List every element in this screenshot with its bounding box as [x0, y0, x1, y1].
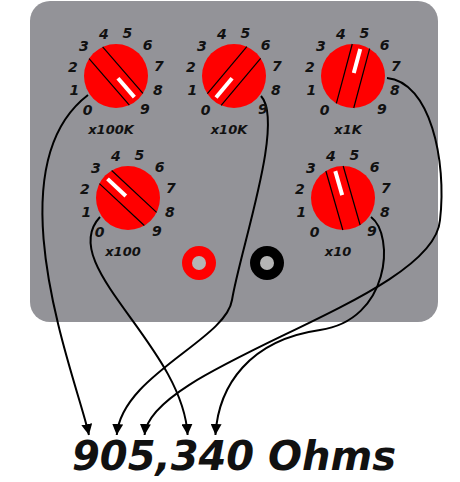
dial-number: 1	[188, 83, 198, 97]
dial-number: 6	[143, 38, 153, 52]
dial-number: 3	[316, 39, 326, 53]
dial-number: 5	[350, 148, 360, 162]
dial-number: 9	[152, 224, 162, 238]
knob-body	[202, 44, 266, 108]
rotary-knob	[321, 44, 385, 108]
dial-number: 1	[307, 83, 317, 97]
rotary-knob	[202, 44, 266, 108]
dial-number: 9	[140, 102, 150, 116]
knob-grip-line	[326, 171, 343, 230]
dial-number: 2	[305, 60, 315, 74]
multiplier-label: x1K	[334, 123, 362, 136]
rotary-knob	[84, 44, 148, 108]
multiplier-label: x10	[325, 245, 351, 258]
knob-grip-line	[336, 44, 352, 103]
resistor-box-panel	[30, 1, 438, 322]
dial-number: 6	[155, 160, 165, 174]
dial-number: 7	[381, 181, 391, 195]
dial-number: 8	[165, 205, 175, 219]
dial-number: 2	[68, 60, 78, 74]
dial-number: 7	[272, 59, 282, 73]
dial-number: 0	[320, 103, 330, 117]
knob-grip-line	[354, 49, 370, 108]
knob-pointer	[216, 78, 232, 97]
dial-number: 8	[271, 83, 281, 97]
dial-number: 9	[367, 224, 377, 238]
black-terminal	[250, 246, 284, 280]
dial-number: 1	[82, 205, 92, 219]
rotary-knob	[96, 166, 160, 230]
knob-body	[321, 44, 385, 108]
dial-number: 6	[380, 38, 390, 52]
dial-number: 5	[135, 148, 145, 162]
dial-number: 9	[377, 102, 387, 116]
arrow-group	[42, 78, 441, 435]
knob-body	[311, 166, 375, 230]
dial-number: 4	[99, 27, 109, 41]
dial-number: 3	[306, 161, 316, 175]
dial-number: 8	[390, 83, 400, 97]
dial-number: 2	[295, 182, 305, 196]
dial-number: 0	[95, 225, 105, 239]
dial-number: 1	[297, 205, 307, 219]
dial-number: 4	[326, 149, 336, 163]
dial-number: 3	[91, 161, 101, 175]
dial-number: 8	[153, 83, 163, 97]
multiplier-label: x10K	[211, 123, 248, 136]
red-terminal	[182, 246, 216, 280]
dial-number: 6	[261, 38, 271, 52]
knob-group	[84, 44, 385, 230]
resistance-value: 905,340 Ohms	[72, 436, 396, 476]
terminal-hole	[260, 256, 274, 270]
dial-number: 0	[201, 103, 211, 117]
terminal-hole	[192, 256, 206, 270]
leader-arrow	[145, 78, 442, 435]
leader-arrow	[215, 217, 384, 435]
leader-arrow	[42, 95, 89, 435]
dial-number: 3	[197, 39, 207, 53]
knob-grip-line	[343, 166, 360, 225]
dial-number: 4	[111, 149, 121, 163]
dial-number: 0	[310, 225, 320, 239]
knob-body	[84, 44, 148, 108]
dial-number: 4	[217, 27, 227, 41]
dial-number: 5	[241, 26, 251, 40]
knob-pointer	[354, 49, 360, 73]
dial-number: 5	[360, 26, 370, 40]
rotary-knob	[311, 166, 375, 230]
knob-pointer	[118, 78, 134, 97]
dial-number: 7	[166, 181, 176, 195]
dial-number: 0	[83, 103, 93, 117]
dial-number: 2	[186, 60, 196, 74]
multiplier-label: x100K	[88, 123, 134, 136]
leader-arrow	[117, 96, 268, 435]
dial-number: 5	[123, 26, 133, 40]
dial-number: 4	[336, 27, 346, 41]
knob-pointer	[335, 171, 342, 195]
dial-number: 7	[391, 59, 401, 73]
multiplier-label: x100	[105, 245, 141, 258]
dial-number: 1	[70, 83, 80, 97]
knob-body	[96, 166, 160, 230]
knob-pointer	[108, 179, 126, 196]
dial-number: 7	[154, 59, 164, 73]
dial-number: 6	[370, 160, 380, 174]
dial-number: 3	[79, 39, 89, 53]
leader-arrow	[90, 217, 187, 435]
dial-number: 2	[80, 182, 90, 196]
dial-number: 8	[380, 205, 390, 219]
dial-number: 9	[258, 102, 268, 116]
